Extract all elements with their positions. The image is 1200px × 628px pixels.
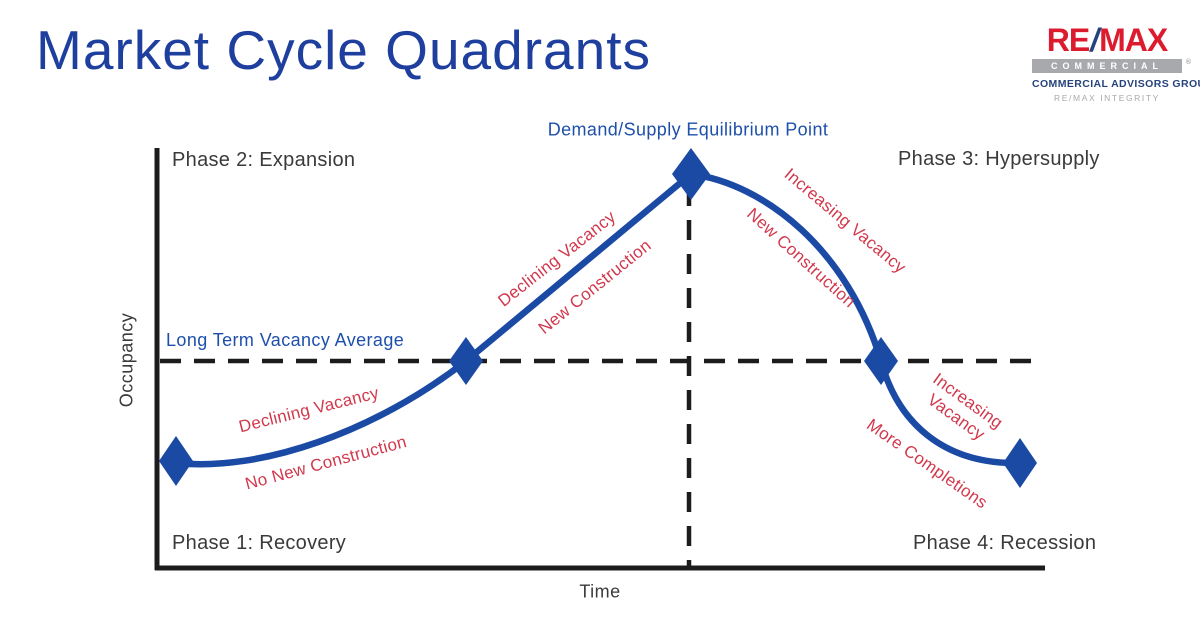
phase4-label: Phase 4: Recession: [913, 532, 1097, 554]
registered-trademark-icon: ®: [1185, 59, 1191, 66]
phase2-label: Phase 2: Expansion: [172, 149, 356, 171]
long-term-vacancy-average-label: Long Term Vacancy Average: [166, 330, 405, 350]
equilibrium-point-label: Demand/Supply Equilibrium Point: [547, 119, 829, 140]
y-axis-label: Occupancy: [116, 312, 137, 408]
commercial-division-bar: COMMERCIAL ®: [1032, 59, 1191, 73]
office-name-label: RE/MAX INTEGRITY: [1054, 93, 1160, 103]
wordmark-max: MAX: [1099, 22, 1168, 58]
remax-logo: RE/MAX COMMERCIAL ® COMMERCIAL ADVISORS G…: [1032, 24, 1200, 103]
wordmark-slash-icon: /: [1090, 22, 1099, 58]
wordmark-re: RE: [1046, 22, 1090, 58]
page-title: Market Cycle Quadrants: [36, 19, 651, 81]
remax-wordmark: RE/MAX: [1032, 24, 1182, 56]
market-cycle-curve: [172, 170, 1016, 468]
marker-diamond-recession-end: [1003, 438, 1037, 488]
marker-diamond-equilibrium-peak: [672, 148, 710, 200]
advisors-group-label: COMMERCIAL ADVISORS GROUP: [1032, 78, 1200, 90]
phase1-label: Phase 1: Recovery: [172, 532, 347, 554]
division-label: COMMERCIAL: [1051, 61, 1163, 71]
marker-diamond-hypersupply-crossing: [864, 337, 898, 385]
marker-diamond-expansion-crossing: [449, 337, 483, 385]
x-axis-label: Time: [579, 581, 621, 602]
phase3-label: Phase 3: Hypersupply: [898, 148, 1100, 170]
marker-diamond-recovery-start: [159, 436, 193, 486]
